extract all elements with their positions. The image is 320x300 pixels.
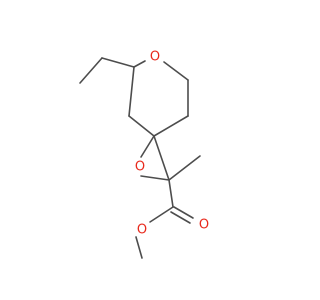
bond-c5-ring-o xyxy=(133,60,146,68)
bond-c4-c5 xyxy=(128,66,135,117)
bond-carbonyl-double-a xyxy=(173,206,194,219)
bond-ester-o-methyl xyxy=(135,236,143,259)
ring-oxygen-label: O xyxy=(150,50,160,65)
bond-carbonyl-double-b xyxy=(170,211,191,224)
epoxide-oxygen-label: O xyxy=(135,160,145,175)
bond-spiro-c4 xyxy=(128,115,155,137)
bond-spiro-c2 xyxy=(153,135,170,181)
bond-epoxide-o-c2 xyxy=(140,175,170,181)
ester-oxygen-label: O xyxy=(137,223,147,238)
bond-ch2-c5 xyxy=(101,57,135,68)
bond-spiro-epoxide-o xyxy=(140,135,155,158)
bond-carbonyl-c-ester-o xyxy=(149,206,174,223)
bond-group xyxy=(79,57,201,259)
bond-c2-carbonyl-c xyxy=(168,179,174,208)
carbonyl-oxygen-label: O xyxy=(199,218,209,233)
bond-c2-methyl xyxy=(168,155,201,181)
structure-canvas: O O O O xyxy=(79,49,210,259)
bond-ch3-ch2 xyxy=(79,57,103,84)
molecule-structure: O O O O xyxy=(79,50,209,259)
bond-c8-spiro xyxy=(153,115,189,137)
bond-ring-o-c7 xyxy=(163,61,189,81)
